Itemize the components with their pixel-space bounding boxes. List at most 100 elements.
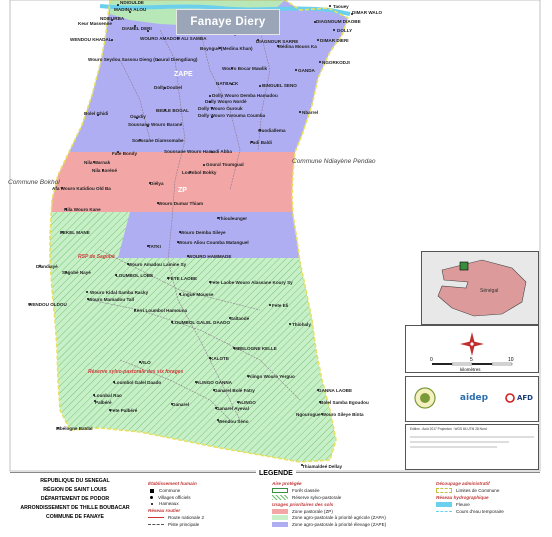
village-symbol-icon [150,495,153,499]
legend-head: Réseau hydrographique [436,495,489,500]
admin-commune: COMMUNE DE FANAYE [45,514,105,520]
legend-item-label: Zone agro-pastorale à priorité agricole … [292,515,386,520]
zp-swatch [272,508,288,514]
village-label: Lerri Loumbol Hamouna [134,308,188,313]
village-label: Loumbol Galel Daado [114,380,161,385]
zone-label-zape: ZAPE [174,71,193,78]
legend-aire: Aire protégée Forêt classée Réserve sylv… [272,481,386,528]
village-label: Diélya [150,181,164,186]
village-label: DIAGNOUR SARRE [256,39,298,44]
village-label: Thiamaldeé Dellay [302,464,343,469]
village-label: MBELOGNE KELLE [234,346,277,351]
legend-head: Aire protégée [272,481,302,486]
legend-item: Fleuve [436,502,504,507]
legend-item: Cours d'eau temporaire [436,509,504,514]
afd-label: AFD [516,394,533,402]
village-label: Thiohaly [292,322,311,327]
village-label: Wouro Demba Sileye [180,230,226,235]
legend-item-label: Villages officiels [158,494,191,500]
village-label: WENDOU KHADAL [70,37,112,42]
village-label: Dolly Wouro Yarouma Coumba [198,113,266,118]
village-label: Fadi Baldi [250,140,272,145]
village-label: GANNA LAOBE [318,388,352,393]
village-label: Diandiayé [36,264,58,269]
scale-five: 5 [470,357,473,363]
legend-item: Zone agro-pastorale à priorité élevage (… [272,521,387,527]
village-label: Nila Wouro Kane [64,207,101,212]
legend-item-label: Commune [159,488,181,493]
road-symbol-icon [148,517,164,518]
legend-item: Réserve sylvo-pastorale [272,494,386,500]
legend-head: Établissement humain [148,481,197,486]
zone-zape-central [118,212,348,258]
north-arrow-scale: 0 5 10 kilomètres [405,325,539,373]
scale-unit: kilomètres [460,367,481,372]
legend-head: Réseau routier [148,508,181,513]
village-label: Keur Massenne [78,21,112,26]
village-label: NDIEURBA [100,16,125,21]
fleuve-swatch [436,502,452,507]
village-label: Médina Mouss Ka [278,44,317,49]
commune-symbol-icon [150,488,154,493]
village-label: GANDA [298,68,316,73]
commune-boundary [49,0,349,463]
legend-item: Limites de Commune [436,488,504,493]
village-label: Ouodiallema [258,128,286,133]
village-label: Wendou Séno [218,419,249,424]
village-label: Wouro Bocar Mawlik [222,66,268,71]
village-label: Wouro Kidal Samba Racky [90,290,149,295]
forest-swatch [272,488,288,493]
village-label: Soussane Wouro Hamadi Abba [164,149,232,154]
village-label: Sagobé Nayé [62,270,91,275]
village-label: MADINA ALOU [114,7,147,12]
commune-location-marker [459,261,469,271]
reserve-swatch [272,494,288,500]
village-label: WENDOU OLDOU [28,302,67,307]
village-label: LOUMBOL LOBE [116,273,153,278]
admin-region: RÉGION DE SAINT LOUIS [43,487,107,493]
legend-item: Commune [148,488,204,493]
village-label: Boyngué (Medina Khan) [200,46,253,51]
village-label: Wouro Seydou Sassou Dieng (Goural Diengd… [88,57,198,62]
map-title: Fanaye Diery [176,9,280,35]
inset-svg: Sénégal [422,252,538,324]
credits-text: Edition : Août 2017 Projection : WGS 84 … [410,427,487,431]
village-label: Bolel Ghidi [84,111,108,116]
zapa-swatch [272,515,288,520]
village-label: WOURO HAMMADE [188,254,231,259]
legend-item-label: Hameaux [159,501,179,506]
village-label: Nbarrel [302,110,318,115]
stream-swatch [436,510,452,512]
legend-item-label: Zone pastorale (ZP) [292,508,333,514]
village-label: Goural Toumgual [206,162,244,167]
village-label: Nila Loréné [92,168,117,173]
legend-item-label: Cours d'eau temporaire [456,508,504,514]
reserve-label: Réserve sylvo-pastorale des six forages [88,369,184,375]
village-label: NGORKODJI [322,60,350,65]
zape-swatch [272,521,288,527]
senegal-shape [437,259,527,317]
village-label: LEKEL MANE [60,230,90,235]
village-label: WOURO AMADOU ALI SAMBA [140,36,207,41]
village-label: TATKI [148,244,161,249]
village-label: Ganarel Ayeval [216,406,249,411]
village-label: Nila Warnak [84,160,111,165]
zone-label-zp: ZP [178,187,187,194]
rsp-sagobe-label: RSP de Sagobé [78,254,115,260]
inset-label: Sénégal [480,288,498,294]
inset-location-map: Sénégal [421,251,539,325]
partner-logos: aidep AFD [405,376,539,422]
boundary-swatch [436,488,452,493]
afd-logo: AFD [500,387,538,409]
village-label: Fete Laobe Wouro Alassane Koury Sy [210,280,293,285]
commune-label-bokhol: Commune Bokhol [8,179,60,186]
legend-item-label: Piste principale [168,521,200,527]
commune-label-ndiayene: Commune Ndiayène Pendao [292,158,376,165]
village-label: Ouodiy [130,114,146,119]
village-label: Ganarel [172,402,189,407]
village-label: Dolly Wouro Nordé [205,99,247,104]
legend-item-label: Zone agro-pastorale à priorité élevage (… [292,521,387,527]
village-label: DIMAR WALO [352,10,383,15]
legend-item-label: Limites de Commune [456,488,500,493]
village-label: Dolly Wouro Demba Hamadou [212,93,278,98]
